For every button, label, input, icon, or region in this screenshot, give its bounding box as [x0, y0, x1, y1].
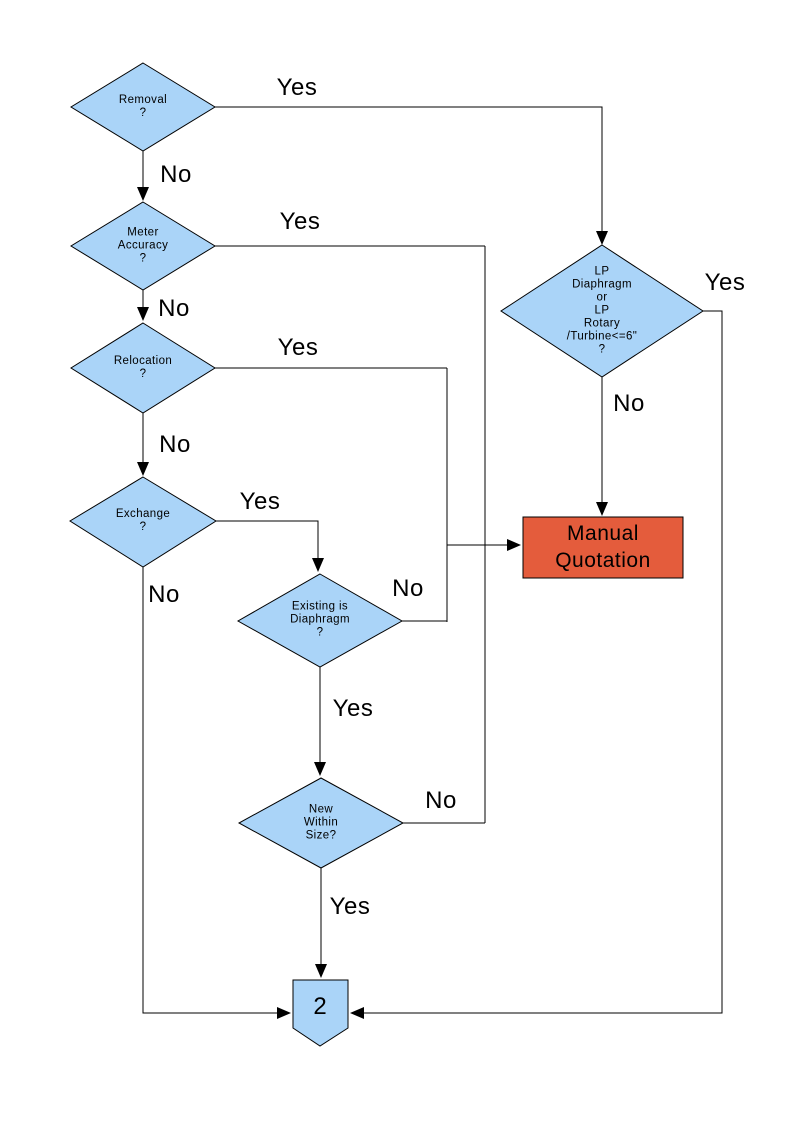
lp-meter-type-decision-shape [500, 244, 704, 378]
new-within-size-label: New Within Size? [303, 803, 339, 842]
edge-label-meter-accuracy-yes: Yes [279, 208, 321, 235]
connector-exchange-no [142, 567, 279, 1014]
edge-label-lp-no: No [613, 390, 645, 417]
edge-label-existing-diaphragm-no: No [392, 575, 424, 602]
edge-label-meter-accuracy-no: No [158, 295, 190, 322]
manual-quotation-process-shape [522, 516, 684, 579]
arrowhead-new-within-size-yes [315, 964, 327, 978]
arrowhead-into-manual-quotation-top [596, 502, 608, 516]
arrowhead-into-lp [596, 231, 608, 245]
meter-accuracy-label: Meter Accuracy ? [117, 226, 169, 265]
edge-label-removal-yes: Yes [276, 74, 318, 101]
arrowhead-existing-diaphragm-yes [314, 762, 326, 776]
arrowhead-into-connector-left [277, 1007, 291, 1019]
connector-exchange-yes [216, 520, 319, 559]
relocation-decision-shape [70, 322, 216, 414]
connector-removal-yes [215, 106, 603, 232]
edge-label-removal-no: No [160, 161, 192, 188]
relocation-label: Relocation ? [113, 355, 173, 380]
arrowheads [137, 187, 608, 1019]
connector-lp-yes [363, 310, 723, 1014]
edge-label-new-within-size-no: No [425, 787, 457, 814]
existing-is-diaphragm-decision-shape [236, 573, 404, 668]
arrowhead-meter-accuracy-no [137, 307, 149, 321]
arrowhead-into-manual-quotation-left [507, 539, 521, 551]
edge-label-relocation-yes: Yes [277, 334, 319, 361]
arrowhead-into-connector-right [350, 1007, 364, 1019]
exchange-decision-shape [69, 476, 217, 568]
manual-quotation-label: Manual Quotation [555, 522, 651, 572]
meter-accuracy-decision-shape [70, 201, 216, 291]
new-within-size-decision-shape [237, 777, 405, 869]
exchange-label: Exchange ? [115, 508, 171, 533]
arrowhead-removal-no [137, 187, 149, 201]
arrowhead-exchange-yes [312, 558, 324, 572]
removal-label: Removal ? [118, 94, 168, 119]
offpage-connector-shape [292, 979, 349, 1047]
connector-lines [142, 106, 723, 1014]
edge-label-lp-yes: Yes [704, 269, 746, 296]
edge-label-exchange-no: No [148, 581, 180, 608]
lp-meter-type-label: LP Diaphragm or LP Rotary /Turbine<=6" ? [566, 265, 638, 356]
offpage-connector-label: 2 [313, 993, 327, 1020]
existing-is-diaphragm-label: Existing is Diaphragm ? [290, 600, 350, 639]
edge-label-new-within-size-yes: Yes [329, 893, 371, 920]
edge-label-exchange-yes: Yes [239, 488, 281, 515]
arrowhead-relocation-no [137, 462, 149, 476]
node-shapes [69, 62, 704, 1047]
edge-label-existing-diaphragm-yes: Yes [332, 695, 374, 722]
edge-label-relocation-no: No [159, 431, 191, 458]
removal-decision-shape [70, 62, 216, 152]
